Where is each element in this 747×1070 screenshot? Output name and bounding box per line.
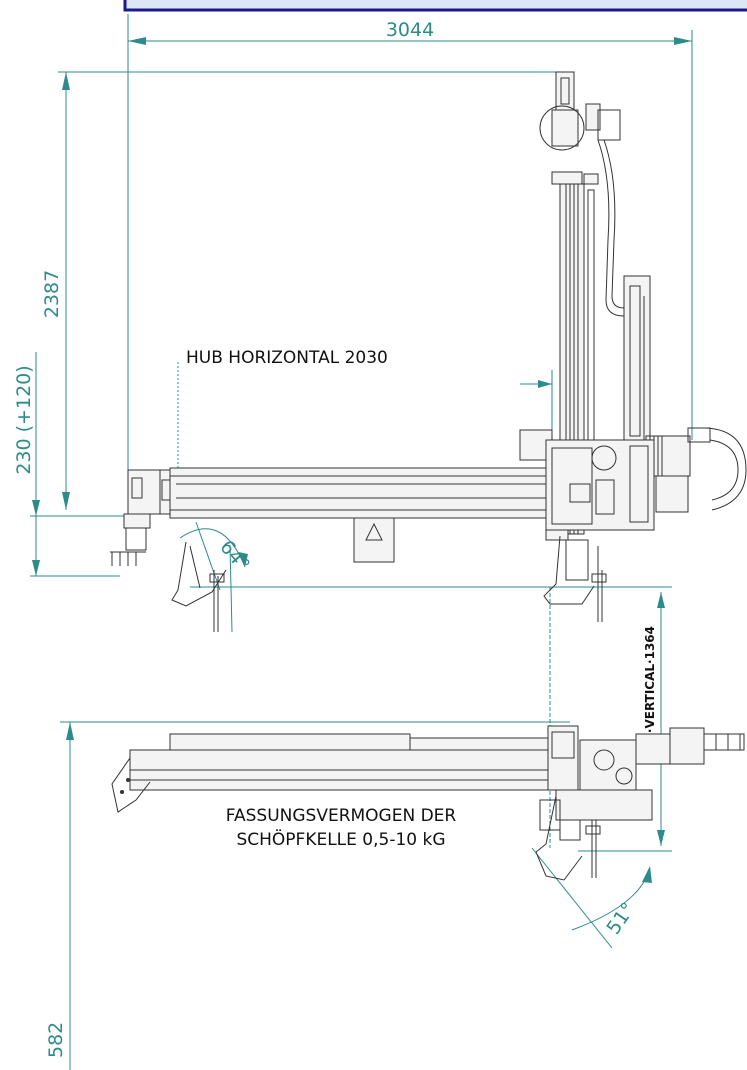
dimension-lines bbox=[30, 14, 693, 1070]
robot-side-view bbox=[111, 725, 745, 831]
dim-overall-width: 3044 bbox=[386, 19, 434, 41]
dim-side-height: 582 bbox=[45, 1022, 67, 1058]
dim-gripper-height: 230 (+120) bbox=[13, 365, 35, 474]
robot-front-view bbox=[110, 71, 747, 881]
capacity-note-line1: FASSUNGSVERMOGEN DER bbox=[225, 806, 457, 826]
dim-angle-vertical: 51° bbox=[602, 898, 639, 938]
dim-hub-vertical: HUB·VERTICAL·1364 bbox=[643, 626, 657, 762]
hub-horizontal-label: HUB HORIZONTAL 2030 bbox=[186, 348, 388, 368]
capacity-note-line2: SCHÖPFKELLE 0,5-10 kG bbox=[236, 830, 446, 850]
dim-angle-horizontal: 64° bbox=[215, 536, 254, 576]
dim-total-height: 2387 bbox=[41, 270, 63, 318]
title-frame bbox=[123, 0, 747, 12]
